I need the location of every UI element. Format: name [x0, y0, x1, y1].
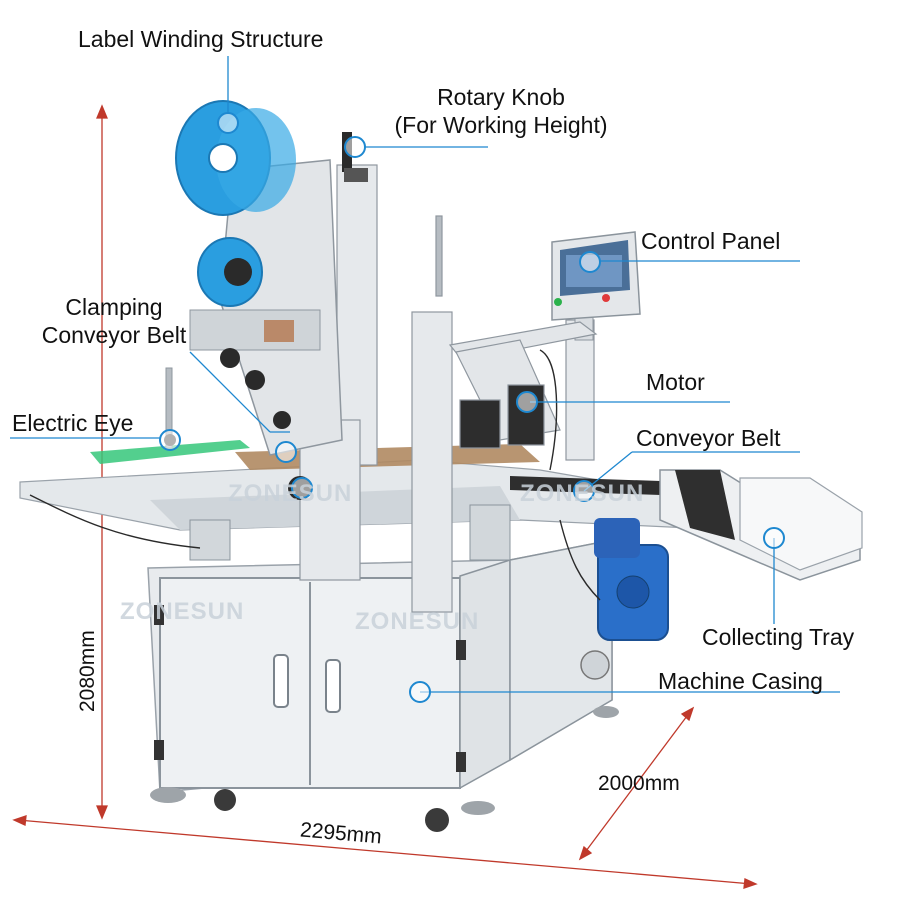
- marker-machine-casing: [409, 681, 431, 703]
- label-machine-casing: Machine Casing: [658, 668, 823, 694]
- callout-markers: [159, 112, 785, 703]
- label-clamping-conveyor-belt: Clamping Conveyor Belt: [28, 294, 200, 349]
- label-winding-structure: Label Winding Structure: [78, 26, 324, 52]
- watermark: ZONESUN: [228, 480, 353, 507]
- callout-lines: [10, 56, 840, 693]
- label-rotary-knob-line2: (For Working Height): [394, 111, 608, 138]
- label-electric-eye: Electric Eye: [12, 410, 134, 436]
- machine-casing: [147, 539, 619, 832]
- label-control-panel: Control Panel: [641, 228, 781, 254]
- blue-motor: [594, 518, 669, 641]
- marker-clamping-belt: [275, 441, 297, 463]
- label-motor: Motor: [646, 369, 705, 395]
- label-clamping-line2: Conveyor Belt: [41, 321, 187, 348]
- watermark: ZONESUN: [355, 608, 480, 635]
- dimension-height: 2080mm: [76, 630, 99, 712]
- upper-frame: [448, 321, 598, 449]
- label-rotary-knob: Rotary Knob (For Working Height): [373, 84, 629, 139]
- marker-control-panel: [579, 251, 601, 273]
- label-collecting-tray: Collecting Tray: [702, 624, 855, 650]
- frame-columns: [299, 164, 595, 613]
- label-clamping-line1: Clamping: [65, 294, 163, 320]
- marker-second-roller: [291, 477, 313, 499]
- dimension-depth: 2000mm: [598, 772, 680, 795]
- label-conveyor-belt: Conveyor Belt: [636, 425, 781, 451]
- label-reels: [175, 100, 296, 307]
- marker-conveyor-belt: [573, 480, 595, 502]
- watermark: ZONESUN: [520, 480, 645, 507]
- watermark: ZONESUN: [120, 598, 245, 625]
- marker-motor: [516, 391, 538, 413]
- marker-collecting-tray: [763, 527, 785, 549]
- label-rotary-knob-line1: Rotary Knob: [437, 84, 565, 110]
- wiring: [29, 349, 601, 601]
- control-panel-unit: [551, 231, 641, 341]
- marker-electric-eye: [159, 429, 181, 451]
- marker-label-winding: [217, 112, 239, 134]
- marker-rotary-knob: [344, 136, 366, 158]
- collecting-tray: [659, 469, 863, 581]
